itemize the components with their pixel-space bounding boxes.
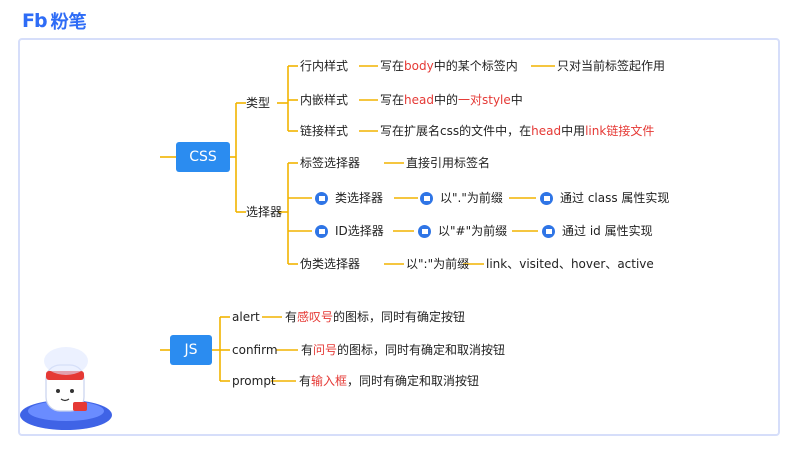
css-root-node: CSS xyxy=(176,142,230,172)
flag-icon xyxy=(418,225,431,238)
logo-mark: Fb xyxy=(22,10,48,32)
pseudo-selector-note: link、visited、hover、active xyxy=(486,257,654,271)
class-selector-desc: 以"."为前缀 xyxy=(440,191,503,205)
logo: Fb 粉笔 xyxy=(22,8,87,34)
diagram-frame xyxy=(18,38,780,436)
flag-icon xyxy=(540,192,553,205)
pseudo-selector-desc: 以":"为前缀 xyxy=(406,257,470,271)
id-selector-desc: 以"#"为前缀 xyxy=(438,224,508,238)
type-branch-label: 类型 xyxy=(246,96,271,110)
tag-selector-label: 标签选择器 xyxy=(300,156,361,170)
inline-style-desc: 写在body中的某个标签内 xyxy=(380,59,518,73)
tag-selector-desc: 直接引用标签名 xyxy=(406,156,491,170)
flag-icon xyxy=(420,192,433,205)
prompt-label: prompt xyxy=(232,374,276,388)
inline-style-label: 行内样式 xyxy=(300,59,349,73)
pseudo-selector-label: 伪类选择器 xyxy=(300,257,361,271)
js-root-label: JS xyxy=(184,342,198,358)
prompt-desc: 有输入框，同时有确定和取消按钮 xyxy=(299,374,480,388)
confirm-desc: 有问号的图标，同时有确定和取消按钮 xyxy=(301,343,506,357)
inline-style-note: 只对当前标签起作用 xyxy=(557,59,666,73)
embedded-style-desc: 写在head中的一对style中 xyxy=(380,93,523,107)
id-selector-label: ID选择器 xyxy=(335,224,384,238)
flag-icon xyxy=(315,192,328,205)
flag-icon xyxy=(542,225,555,238)
alert-desc: 有感叹号的图标，同时有确定按钮 xyxy=(285,310,466,324)
class-selector-label: 类选择器 xyxy=(335,191,384,205)
id-selector-note: 通过 id 属性实现 xyxy=(562,224,653,238)
logo-text: 粉笔 xyxy=(50,12,87,33)
class-selector-note: 通过 class 属性实现 xyxy=(560,191,670,205)
alert-label: alert xyxy=(232,310,260,324)
linked-style-label: 链接样式 xyxy=(300,124,349,138)
embedded-style-label: 内嵌样式 xyxy=(300,93,349,107)
selector-branch-label: 选择器 xyxy=(246,205,283,219)
mascot-illustration xyxy=(20,347,112,430)
flag-icon xyxy=(315,225,328,238)
header-bar: Fb 粉笔 xyxy=(0,0,800,36)
linked-style-desc: 写在扩展名css的文件中，在head中用link链接文件 xyxy=(380,124,655,138)
js-root-node: JS xyxy=(170,335,212,365)
confirm-label: confirm xyxy=(232,343,278,357)
css-root-label: CSS xyxy=(189,149,217,165)
